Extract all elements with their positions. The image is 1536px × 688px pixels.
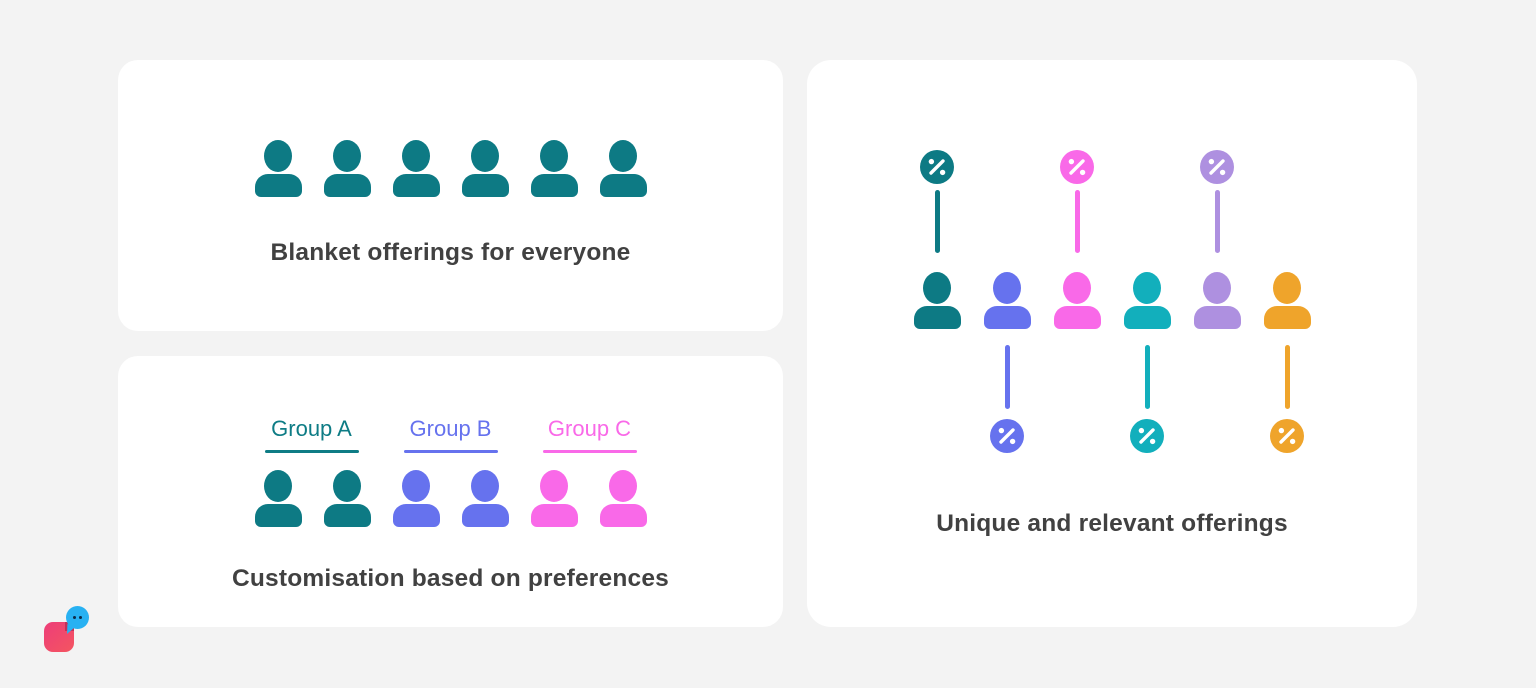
percent-badge-icon <box>1060 150 1094 184</box>
person-head <box>540 140 568 172</box>
person-icon <box>1263 272 1311 329</box>
group-block: Group B <box>403 412 498 453</box>
unique-column <box>913 150 961 453</box>
person-torso <box>323 174 371 197</box>
percent-badge-icon <box>990 419 1024 453</box>
person-head <box>471 140 499 172</box>
person-torso <box>983 306 1031 329</box>
person-torso <box>323 504 371 527</box>
person-head <box>1203 272 1231 304</box>
connector-line-top <box>1214 190 1220 253</box>
unique-column <box>1263 150 1311 453</box>
person-torso <box>461 504 509 527</box>
person-torso <box>1193 306 1241 329</box>
person-head <box>609 140 637 172</box>
unique-column <box>1123 150 1171 453</box>
group-underline <box>403 450 498 453</box>
person-head <box>264 470 292 502</box>
person-head <box>333 470 361 502</box>
person-icon <box>461 140 509 197</box>
person-icon <box>392 470 440 527</box>
person-torso <box>461 174 509 197</box>
caption-blanket: Blanket offerings for everyone <box>270 239 631 266</box>
person-icon <box>461 470 509 527</box>
person-icon <box>530 140 578 197</box>
person-head <box>1063 272 1091 304</box>
card-blanket-offerings: Blanket offerings for everyone <box>118 60 783 331</box>
person-torso <box>599 504 647 527</box>
card-customisation: Group A Group B Group C Customisation base… <box>118 356 783 627</box>
person-icon <box>1123 272 1171 329</box>
people-row <box>118 140 783 197</box>
person-icon <box>323 470 371 527</box>
card-unique-offerings: Unique and relevant offerings <box>807 60 1417 627</box>
person-head <box>1133 272 1161 304</box>
person-torso <box>392 174 440 197</box>
connector-line-bottom <box>1284 345 1290 409</box>
chat-bubble-dot <box>73 616 76 619</box>
groups-row: Group A Group B Group C <box>118 412 783 453</box>
person-torso <box>254 174 302 197</box>
group-label: Group A <box>271 416 352 441</box>
person-icon <box>1193 272 1241 329</box>
person-head <box>1273 272 1301 304</box>
caption-customisation: Customisation based on preferences <box>231 565 670 592</box>
chat-bubble-icon <box>66 606 89 629</box>
person-head <box>264 140 292 172</box>
unique-column <box>1193 150 1241 453</box>
group-underline <box>542 450 637 453</box>
chat-bubble-dot <box>79 616 82 619</box>
person-icon <box>392 140 440 197</box>
group-block: Group C <box>542 412 637 453</box>
person-torso <box>254 504 302 527</box>
person-icon <box>323 140 371 197</box>
chat-bubble-tail-icon <box>67 624 75 634</box>
person-head <box>402 470 430 502</box>
person-icon <box>983 272 1031 329</box>
person-torso <box>913 306 961 329</box>
person-head <box>993 272 1021 304</box>
percent-badge-icon <box>920 150 954 184</box>
person-icon <box>1053 272 1101 329</box>
person-torso <box>599 174 647 197</box>
person-head <box>471 470 499 502</box>
person-head <box>609 470 637 502</box>
connector-line-top <box>1074 190 1080 253</box>
person-torso <box>1053 306 1101 329</box>
brand-logo <box>44 606 90 653</box>
group-label: Group C <box>547 416 632 441</box>
percent-badge-icon <box>1200 150 1234 184</box>
connector-line-bottom <box>1004 345 1010 409</box>
group-underline <box>264 450 359 453</box>
unique-column <box>983 150 1031 453</box>
people-row <box>118 470 783 527</box>
person-icon <box>913 272 961 329</box>
person-torso <box>530 504 578 527</box>
person-icon <box>254 140 302 197</box>
percent-badge-icon <box>1130 419 1164 453</box>
person-head <box>923 272 951 304</box>
unique-columns <box>807 150 1417 453</box>
person-head <box>540 470 568 502</box>
person-torso <box>392 504 440 527</box>
person-torso <box>530 174 578 197</box>
unique-column <box>1053 150 1101 453</box>
person-icon <box>254 470 302 527</box>
person-torso <box>1263 306 1311 329</box>
connector-line-bottom <box>1144 345 1150 409</box>
percent-badge-icon <box>1270 419 1304 453</box>
person-torso <box>1123 306 1171 329</box>
person-icon <box>599 470 647 527</box>
person-icon <box>599 140 647 197</box>
caption-unique: Unique and relevant offerings <box>936 510 1288 537</box>
person-head <box>402 140 430 172</box>
group-block: Group A <box>264 412 359 453</box>
person-head <box>333 140 361 172</box>
person-icon <box>530 470 578 527</box>
group-label: Group B <box>409 416 492 441</box>
connector-line-top <box>934 190 940 253</box>
